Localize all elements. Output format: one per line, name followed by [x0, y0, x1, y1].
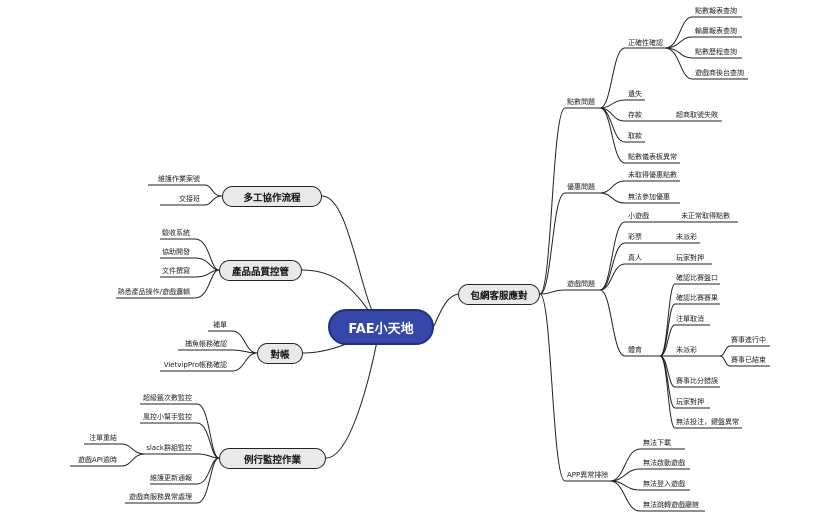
leaf-sports-result: 確認比賽賽果 [676, 294, 718, 302]
leaf-risk-helper-monitor: 風控小幫手監控 [143, 413, 192, 421]
leaf-sports-score-error: 賽事比分錯誤 [676, 377, 718, 385]
branch-game-issue: 遊戲問題 [567, 280, 595, 288]
leaf-sports-odds: 確認比賽盤口 [676, 274, 718, 282]
branch-sports: 體育 [628, 346, 642, 354]
leaf-app-download: 無法下載 [643, 439, 671, 447]
leaf-assist-dev: 協助開發 [162, 248, 190, 256]
node-routine-monitor[interactable]: 例行監控作業 [219, 448, 326, 469]
leaf-slack-monitor: slack群組監控 [146, 444, 192, 452]
leaf-promo-not-received: 未取得優惠點數 [628, 171, 677, 179]
leaf-sports-ended: 賽事已結束 [731, 356, 766, 364]
leaf-sports-in-progress: 賽事進行中 [731, 336, 766, 344]
root-node[interactable]: FAE小天地 [328, 309, 434, 345]
leaf-winloss-report: 輸贏報表查詢 [695, 27, 737, 35]
leaf-promo-cannot-join: 無法參加優惠 [628, 193, 670, 201]
leaf-vietvip-account: VietvipPro帳務確認 [163, 361, 227, 369]
leaf-app-login: 無法登入遊戲 [643, 480, 685, 488]
leaf-bet-resettle: 注單重結 [89, 434, 117, 442]
node-customer-service[interactable]: 包網客服應對 [458, 284, 540, 305]
leaf-handover: 交接班 [179, 195, 200, 203]
leaf-lottery-unpaid: 未派彩 [676, 233, 697, 241]
leaf-maintain-case: 維護作業案號 [158, 175, 200, 183]
leaf-lottery: 彩票 [628, 233, 642, 241]
leaf-points-report: 點數報表查詢 [695, 7, 737, 15]
leaf-sports-unpaid: 未派彩 [676, 346, 697, 354]
leaf-points-history: 點數歷程查詢 [695, 48, 737, 56]
leaf-vendor-anomaly: 遊戲商服務異常處理 [129, 493, 192, 501]
leaf-sports-keyboard: 無法投注，鍵盤異常 [676, 418, 739, 426]
leaf-mini-game: 小遊戲 [628, 212, 649, 220]
branch-app-troubleshoot: APP異常排除 [567, 471, 609, 479]
leaf-app-lobby: 無法跳轉遊戲廳館 [643, 501, 699, 509]
branch-accuracy-check: 正確性確認 [628, 39, 663, 47]
leaf-lost: 遺失 [628, 90, 642, 98]
leaf-app-launch: 無法啟動遊戲 [643, 459, 685, 467]
leaf-sports-counter-bet: 玩家對押 [676, 398, 704, 406]
leaf-mini-points-missing: 未正常取得點數 [681, 212, 730, 220]
leaf-game-api-timeout: 遊戲API逾時 [77, 456, 117, 464]
node-product-quality[interactable]: 產品品質控管 [219, 260, 302, 281]
leaf-maintenance-notice: 維護更新通報 [150, 474, 192, 482]
branch-points-issue: 點數問題 [567, 98, 595, 106]
leaf-vendor-backend: 遊戲商後台查詢 [695, 69, 744, 77]
leaf-sports-cancel: 注單取消 [676, 315, 704, 323]
leaf-product-familiar: 熟悉產品操作/遊戲邏輯 [117, 288, 190, 296]
leaf-dashboard-anomaly: 點數儀表板異常 [628, 153, 677, 161]
leaf-deposit: 存款 [628, 111, 642, 119]
leaf-fishing-account: 捕魚帳務確認 [185, 340, 227, 348]
leaf-withdraw: 取款 [628, 132, 642, 140]
leaf-live: 真人 [628, 254, 642, 262]
leaf-super-lottery-monitor: 超級籤次數監控 [143, 394, 192, 402]
leaf-doc-writing: 文件撰寫 [162, 267, 190, 275]
leaf-acceptance: 驗收系統 [162, 229, 190, 237]
leaf-live-counter-bet: 玩家對押 [676, 254, 704, 262]
node-reconcile[interactable]: 對帳 [257, 343, 303, 364]
leaf-supplement-order: 補單 [213, 321, 227, 329]
branch-promo-issue: 優惠問題 [567, 183, 595, 191]
node-multi-collab[interactable]: 多工協作流程 [222, 186, 322, 207]
leaf-cvs-code-fail: 超商取號失敗 [676, 111, 718, 119]
